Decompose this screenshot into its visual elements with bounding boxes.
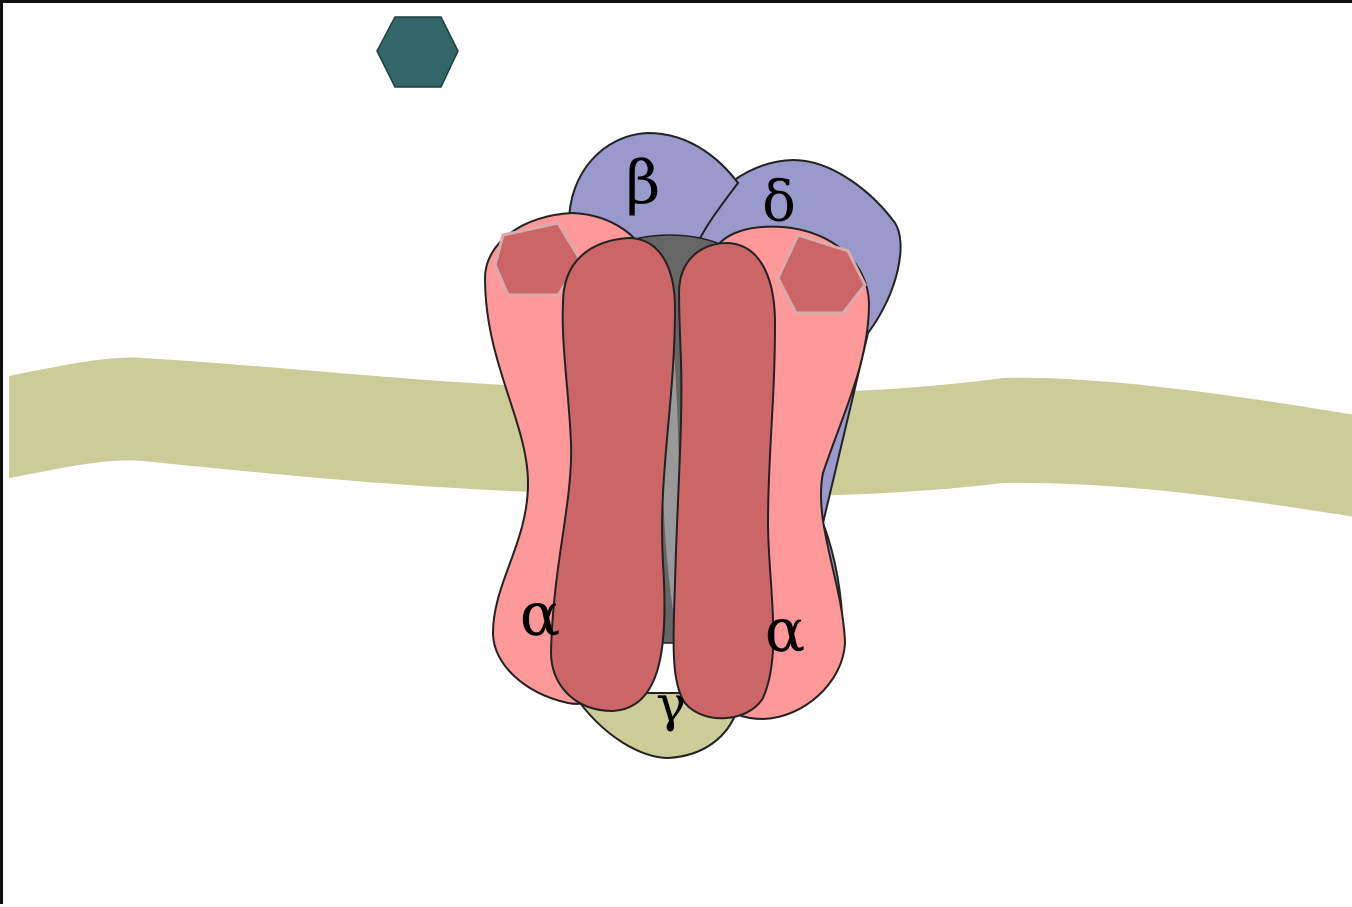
label-beta: β	[626, 148, 661, 218]
label-alpha-right: α	[765, 596, 806, 666]
alpha-inner-left	[551, 238, 675, 711]
alpha-inner-right	[674, 243, 775, 718]
receptor-diagram: β δ α α γ	[3, 3, 1352, 907]
label-delta: δ	[762, 170, 796, 235]
ligand-icon	[377, 17, 458, 87]
label-gamma: γ	[656, 675, 686, 733]
label-alpha-left: α	[520, 580, 561, 650]
